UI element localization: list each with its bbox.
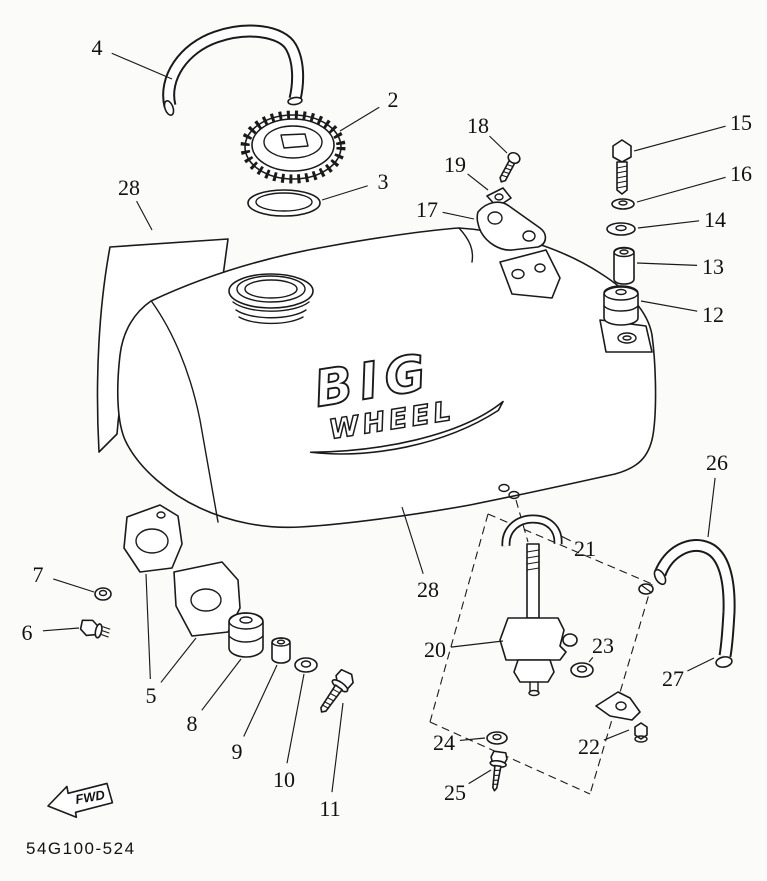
- leader-line: [145, 573, 151, 680]
- leader-line: [637, 220, 700, 229]
- washer-7: [94, 587, 112, 601]
- callout-18: 18: [467, 113, 489, 138]
- hose-clip: [638, 583, 654, 595]
- leader-line: [331, 702, 344, 793]
- bolt-6: [79, 619, 111, 639]
- filler-gasket: [247, 189, 321, 217]
- leader-line: [560, 535, 571, 542]
- callout-8: 8: [187, 711, 198, 736]
- callout-19: 19: [444, 152, 466, 177]
- washer-10: [294, 657, 318, 673]
- callout-26: 26: [706, 450, 728, 475]
- leader-line: [136, 200, 153, 231]
- washer-16: [611, 198, 635, 210]
- callout-10: 10: [273, 767, 295, 792]
- callout-5: 5: [146, 683, 157, 708]
- leader-line: [201, 658, 242, 711]
- leader-line: [640, 300, 698, 312]
- breather-hose: [162, 24, 305, 116]
- callout-15: 15: [730, 110, 752, 135]
- callout-21: 21: [574, 536, 596, 561]
- leader-line: [633, 125, 726, 152]
- callout-11: 11: [319, 796, 340, 821]
- damper-8: [228, 612, 264, 658]
- leader-line: [489, 135, 508, 154]
- fwd-label: FWD: [74, 787, 106, 807]
- callout-22: 22: [578, 734, 600, 759]
- leader-line: [53, 578, 95, 593]
- collar-9: [271, 637, 291, 664]
- leader-line: [160, 637, 197, 683]
- leader-line: [401, 506, 424, 574]
- leader-line: [111, 52, 173, 80]
- drawing-code: 54G100-524: [26, 839, 136, 858]
- leader-line: [603, 729, 630, 741]
- screw-25: [489, 750, 508, 792]
- leader-line: [636, 262, 698, 266]
- leader-line: [42, 627, 80, 632]
- gasket-23: [570, 662, 594, 678]
- lever-22: [595, 691, 641, 721]
- callout-7: 7: [33, 562, 44, 587]
- callout-24: 24: [433, 730, 455, 755]
- callout-27: 27: [662, 666, 684, 691]
- leader-line: [339, 106, 380, 132]
- bracket-5-upper: [123, 504, 183, 573]
- collar-13: [613, 246, 635, 285]
- callout-16: 16: [730, 161, 752, 186]
- washer-14: [606, 222, 636, 236]
- callout-25: 25: [444, 780, 466, 805]
- bracket-17: [476, 201, 547, 251]
- leader-line: [588, 656, 594, 663]
- hose-end-27: [715, 656, 733, 668]
- leader-line: [468, 769, 492, 785]
- callout-17: 17: [416, 197, 438, 222]
- callout-14: 14: [704, 207, 726, 232]
- leader-line: [467, 173, 489, 191]
- callout-2: 2: [388, 87, 399, 112]
- logo-swoosh: [309, 400, 504, 455]
- callout-13: 13: [702, 254, 724, 279]
- fuel-hose-26: [653, 539, 736, 658]
- leader-line: [450, 640, 504, 648]
- leader-line: [442, 211, 475, 220]
- filler-neck: [228, 273, 314, 325]
- fuel-cock-20: [499, 543, 578, 697]
- leader-line: [459, 737, 486, 742]
- callout-20: 20: [424, 637, 446, 662]
- callout-23: 23: [592, 633, 614, 658]
- leader-line: [321, 185, 368, 201]
- leader-line: [687, 657, 715, 672]
- callout-9: 9: [232, 739, 243, 764]
- leader-line: [243, 664, 278, 737]
- washer-24: [486, 731, 508, 745]
- callout-4: 4: [92, 35, 103, 60]
- fuel-pipe-21: [501, 514, 563, 547]
- tank-logo: BIG WHEEL: [309, 342, 504, 455]
- bolt-11: [320, 668, 354, 713]
- leader-line: [707, 477, 716, 538]
- leader-line: [286, 673, 305, 764]
- lever-screw: [634, 722, 648, 743]
- callout-3: 3: [378, 169, 389, 194]
- screw-18: [499, 151, 521, 183]
- callout-12: 12: [702, 302, 724, 327]
- fuel-cap: [240, 110, 346, 184]
- bolt-15: [612, 139, 632, 195]
- leader-line: [636, 176, 726, 203]
- callout-28: 28: [118, 175, 140, 200]
- callout-28: 28: [417, 577, 439, 602]
- damper-12: [603, 285, 639, 326]
- bracket-5-lower: [173, 561, 241, 637]
- fwd-arrow: FWD: [47, 782, 114, 819]
- callout-6: 6: [22, 620, 33, 645]
